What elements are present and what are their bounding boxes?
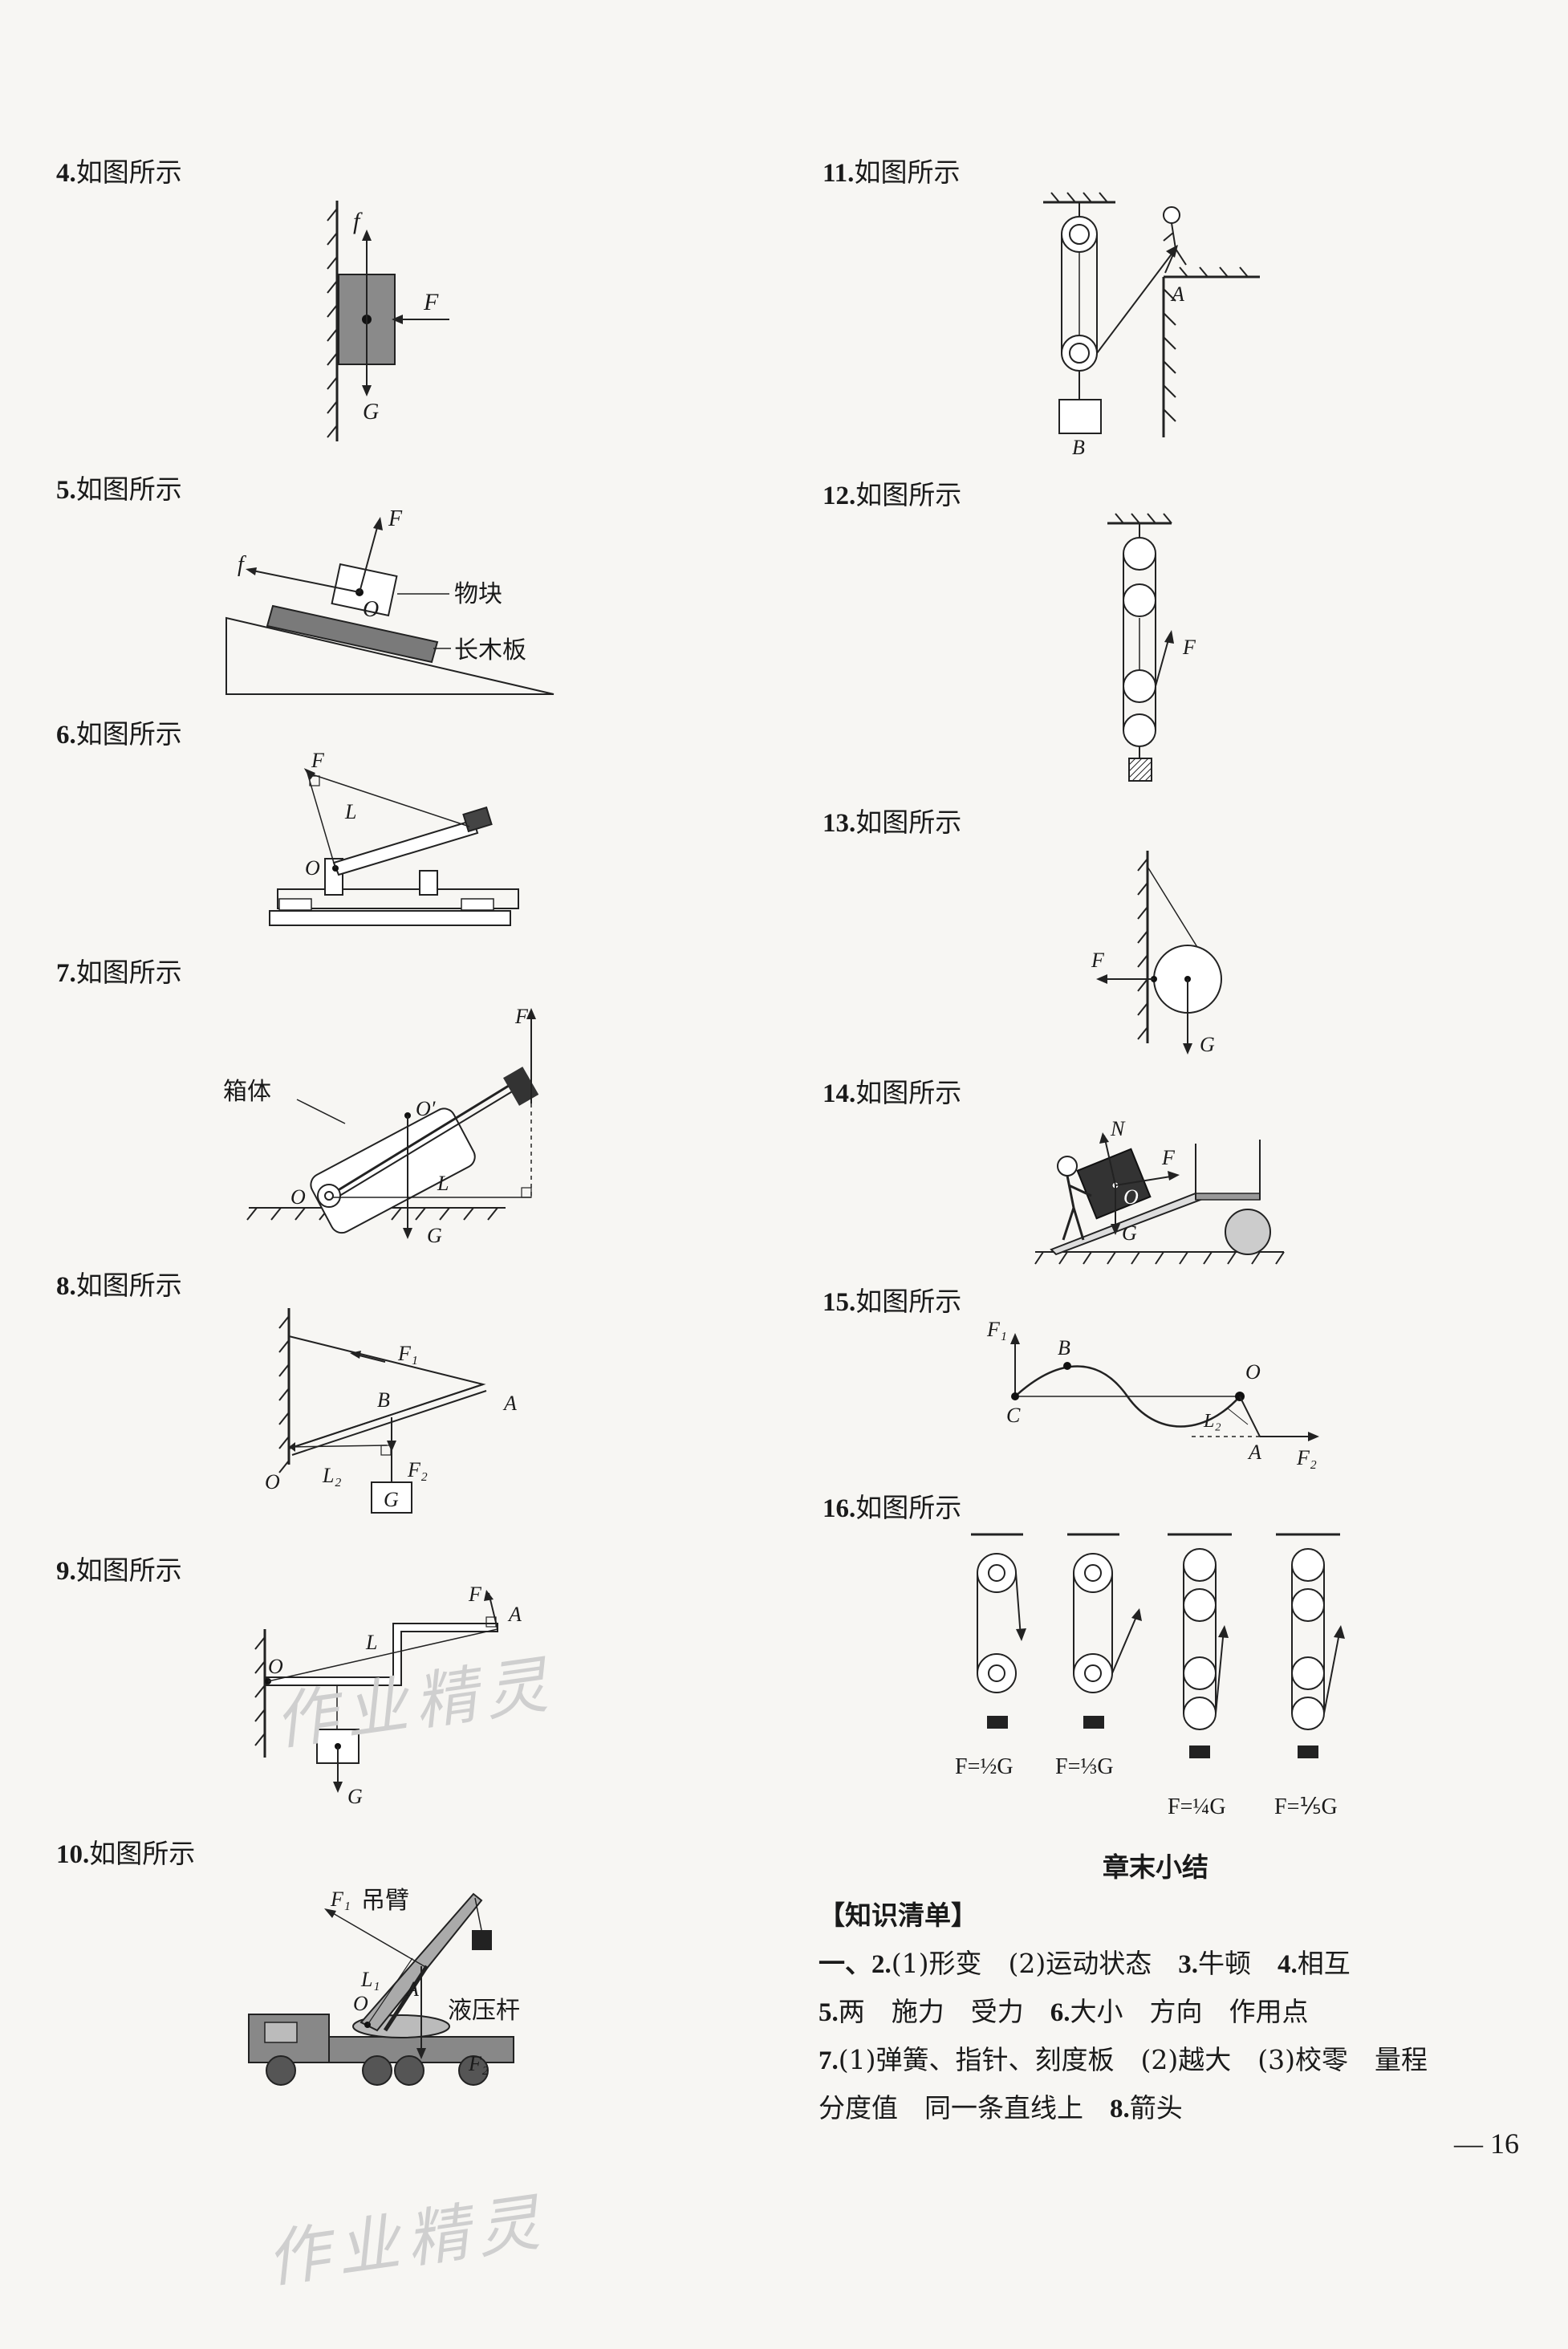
f16-formula-3: F=¼G — [1168, 1794, 1226, 1819]
figure-15: F₁ B O C L₂ A F₂ — [986, 1316, 1324, 1469]
f8-label-A: A — [502, 1392, 517, 1415]
watermark-lower: 作业精灵 — [262, 2185, 552, 2297]
item-8-label: 8.如图所示 — [56, 1270, 182, 1301]
figure-9: F A L O G — [241, 1583, 546, 1818]
pulley-system-3: F=¼G — [1168, 1533, 1232, 1819]
f8-label-O: O — [265, 1470, 280, 1494]
f15-label-L2: L₂ — [1203, 1411, 1221, 1432]
f4-label-f: f — [353, 208, 363, 234]
f12-label-F: F — [1182, 636, 1196, 659]
f5-label-block: 物块 — [454, 580, 502, 608]
item-7-label: 7.如图所示 — [56, 957, 182, 988]
knowledge-line-1: 一、2.(1)形变 (2)运动状态 3.牛顿 4.相互 — [819, 1948, 1351, 1979]
knowledge-line-4: 分度值 同一条直线上 8.箭头 — [819, 2092, 1183, 2123]
item-13-label: 13.如图所示 — [823, 807, 962, 838]
f14-label-N: N — [1110, 1117, 1126, 1140]
f7-label-F: F — [514, 1005, 529, 1028]
f6-label-O: O — [305, 856, 320, 880]
f5-label-board: 长木板 — [454, 636, 526, 664]
figure-5: F f O 物块 长木板 — [217, 506, 578, 698]
figure-13: F G — [1083, 843, 1260, 1075]
f9-label-A: A — [507, 1603, 522, 1626]
item-9-label: 9.如图所示 — [56, 1554, 182, 1586]
f6-label-L: L — [344, 800, 356, 823]
f7-label-box: 箱体 — [223, 1078, 271, 1106]
f7-label-O: O — [290, 1185, 306, 1209]
f5-label-f: f — [238, 552, 246, 577]
f10-label-L1: L₁ — [360, 1968, 380, 1991]
f11-label-B: B — [1072, 436, 1085, 459]
figure-11: A B — [1035, 192, 1276, 459]
f5-label-O: O — [363, 597, 379, 622]
item-14-label: 14.如图所示 — [823, 1077, 962, 1108]
knowledge-list-heading: 【知识清单】 — [819, 1900, 977, 1931]
f15-label-F2: F₂ — [1296, 1446, 1317, 1469]
f9-label-O: O — [268, 1655, 283, 1678]
page-number: — 16 — [1454, 2128, 1519, 2160]
f10-label-A: A — [404, 1977, 419, 2001]
figure-7: F 箱体 O′ O L G — [217, 995, 578, 1252]
figure-4: f F G — [305, 201, 498, 449]
f15-label-A: A — [1247, 1441, 1261, 1464]
f13-label-G: G — [1200, 1033, 1215, 1056]
figure-6: F L O — [265, 749, 530, 939]
f8-label-F2: F₂ — [407, 1458, 428, 1481]
figure-10: F₁ 吊臂 L₁ O A 液压杆 F₂ — [241, 1878, 578, 2095]
pulley-system-4: F=⅕G — [1274, 1533, 1345, 1819]
f15-label-B: B — [1058, 1336, 1070, 1359]
f15-label-O: O — [1245, 1360, 1261, 1384]
f15-label-C: C — [1006, 1404, 1021, 1427]
f4-label-G: G — [363, 400, 379, 425]
item-6-label: 6.如图所示 — [56, 718, 182, 750]
f4-label-F: F — [423, 289, 439, 315]
item-11-label: 11.如图所示 — [823, 156, 961, 188]
f7-label-O1: O′ — [416, 1097, 436, 1120]
f10-label-cyl: 液压杆 — [448, 1997, 520, 2025]
f8-label-B: B — [377, 1388, 390, 1412]
f8-label-F1: F₁ — [397, 1342, 418, 1365]
f10-label-arm: 吊臂 — [361, 1887, 409, 1915]
f14-label-O: O — [1123, 1185, 1139, 1209]
f6-label-F: F — [311, 749, 325, 772]
pulley-system-1: F=½G — [955, 1533, 1026, 1779]
knowledge-line-3: 7.(1)弹簧、指针、刻度板 (2)越大 (3)校零 量程 — [819, 2044, 1428, 2075]
figure-14: N F O G — [1027, 1112, 1300, 1272]
pulley-system-2: F=⅓G — [1055, 1533, 1142, 1779]
f10-label-F1: F₁ — [330, 1888, 351, 1911]
f7-label-G: G — [427, 1224, 442, 1247]
item-5-label: 5.如图所示 — [56, 473, 182, 505]
item-12-label: 12.如图所示 — [823, 479, 962, 510]
knowledge-line-2: 5.两 施力 受力 6.大小 方向 作用点 — [819, 1996, 1309, 2027]
f11-label-A: A — [1170, 282, 1184, 306]
item-10-label: 10.如图所示 — [56, 1838, 196, 1869]
f8-label-L2: L₂ — [322, 1464, 342, 1487]
item-4-label: 4.如图所示 — [56, 156, 182, 188]
f9-label-F: F — [468, 1583, 482, 1606]
f16-formula-4: F=⅕G — [1274, 1794, 1338, 1819]
chapter-summary-title: 章末小结 — [1103, 1851, 1208, 1883]
f10-label-F2: F₂ — [468, 2052, 489, 2075]
f16-formula-2: F=⅓G — [1055, 1754, 1114, 1779]
item-16-label: 16.如图所示 — [823, 1492, 962, 1523]
f9-label-G: G — [347, 1785, 363, 1808]
figure-16: F=½G F=⅓G F=¼G — [955, 1525, 1380, 1846]
f14-label-F: F — [1161, 1146, 1176, 1169]
f9-label-L: L — [365, 1631, 377, 1654]
item-15-label: 15.如图所示 — [823, 1286, 962, 1317]
f13-label-F: F — [1091, 949, 1105, 972]
f16-formula-1: F=½G — [955, 1754, 1014, 1779]
f10-label-O: O — [353, 1992, 368, 2015]
figure-12: F — [1099, 513, 1228, 786]
f7-label-L: L — [437, 1172, 449, 1195]
f14-label-G: G — [1122, 1221, 1137, 1245]
f8-label-G: G — [384, 1488, 399, 1511]
f15-label-F1: F₁ — [986, 1318, 1007, 1341]
f5-label-F: F — [388, 506, 403, 531]
figure-8: F₁ B A O L₂ F₂ G — [249, 1304, 538, 1529]
